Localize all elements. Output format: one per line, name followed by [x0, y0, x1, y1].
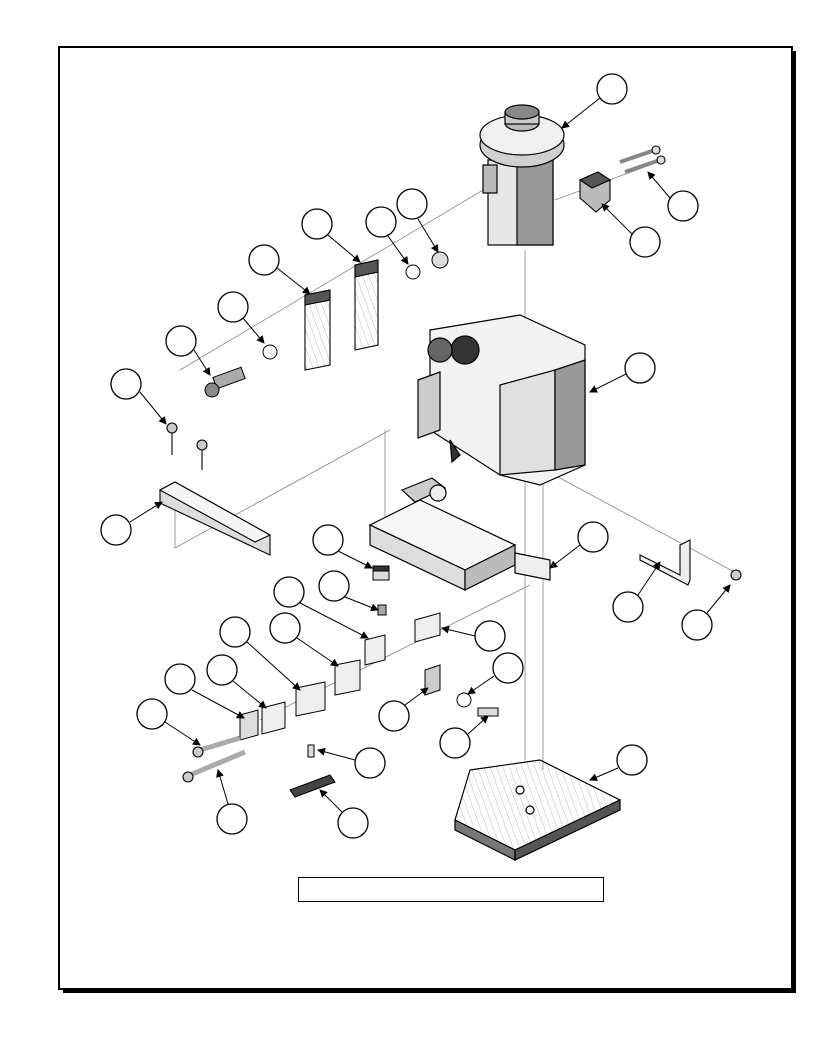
callout-13	[312, 524, 373, 569]
callout-4	[396, 188, 439, 253]
callout-23	[164, 663, 245, 719]
main-carriage-assembly	[417, 314, 586, 486]
callout-10	[110, 368, 167, 425]
long-screws	[182, 735, 246, 783]
slide-base	[368, 477, 551, 591]
callout-2	[647, 171, 699, 222]
callout-25	[378, 687, 429, 732]
callout-24	[467, 652, 524, 695]
callout-8	[217, 291, 265, 344]
callout-18	[681, 584, 731, 641]
clamp-block-top	[578, 145, 666, 213]
hatched-plates	[304, 259, 379, 371]
callout-15	[318, 570, 379, 612]
callout-26	[136, 698, 201, 746]
l-bracket	[639, 539, 742, 586]
base-plate	[454, 759, 622, 861]
axis-parts	[204, 251, 449, 398]
callout-1	[561, 73, 628, 129]
callout-balloons	[100, 73, 731, 839]
callout-11	[589, 352, 656, 393]
callout-31	[319, 789, 369, 839]
callout-22	[206, 654, 267, 709]
callout-14	[549, 521, 609, 569]
callout-27	[439, 715, 489, 759]
callout-28	[589, 744, 648, 781]
callout-3	[601, 203, 661, 258]
callout-19	[219, 616, 301, 691]
callout-20	[269, 612, 339, 667]
callout-30	[216, 769, 248, 835]
rotary-head-assembly	[479, 104, 565, 246]
callout-6	[301, 208, 361, 263]
callout-17	[612, 561, 661, 623]
small-blocks	[239, 565, 499, 798]
callout-16	[273, 576, 369, 639]
callout-9	[165, 325, 211, 376]
mounting-bar	[158, 422, 272, 556]
callout-7	[248, 244, 311, 295]
callout-12	[100, 501, 163, 546]
callout-21	[441, 620, 506, 652]
caption-box	[298, 877, 604, 902]
construction-lines	[174, 164, 741, 770]
callout-5	[365, 206, 409, 265]
callout-29	[317, 747, 386, 779]
